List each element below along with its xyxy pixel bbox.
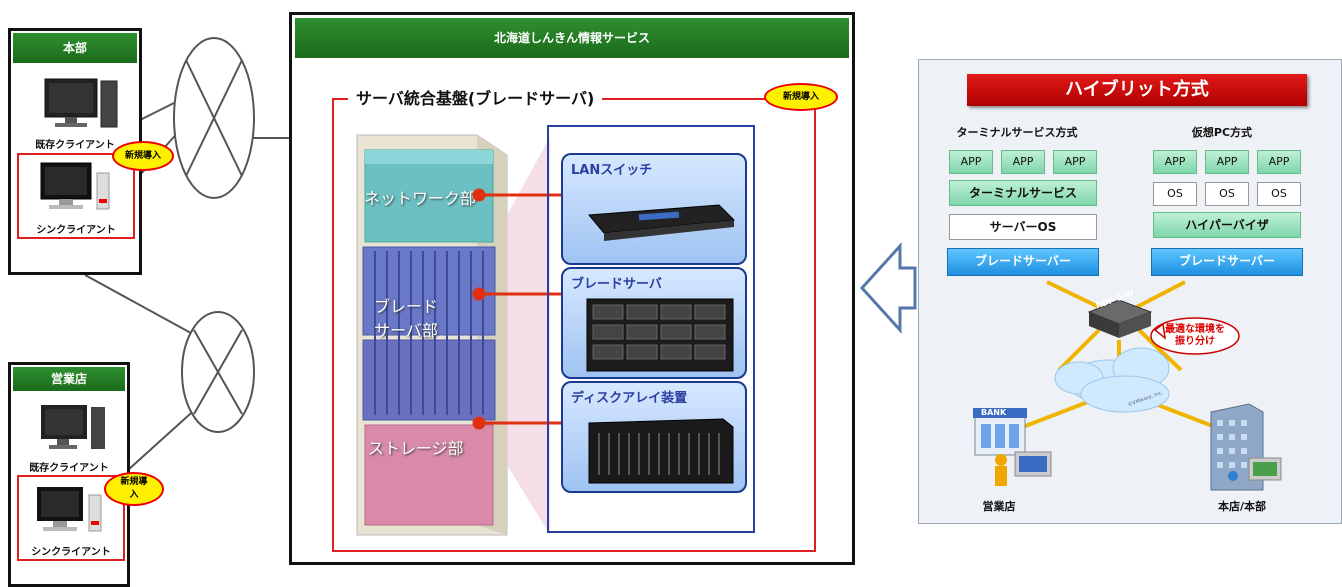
rdp-gateway-icon — [1087, 299, 1153, 338]
rack-storage-label: ストレージ部 — [368, 439, 464, 458]
hq-title: 本部 — [13, 33, 137, 63]
ts-app-2: APP — [1001, 150, 1045, 174]
lan-switch-icon — [587, 204, 736, 241]
vpc-app-3: APP — [1257, 150, 1301, 174]
hq-thin-client-label: シンクライアント — [36, 225, 116, 236]
branch-new-badge: 新規導 入 — [104, 472, 164, 506]
blade-server-card: ブレードサーバ — [561, 267, 747, 379]
desktop-pc-icon — [41, 405, 105, 449]
wan-symbol-lower — [181, 311, 255, 433]
blade-server-title: ブレードサーバ — [571, 277, 662, 292]
ts-server-os: サーバーOS — [949, 214, 1097, 240]
ts-layer: ターミナルサービス — [949, 180, 1097, 206]
vpc-heading: 仮想PC方式 — [1191, 126, 1253, 139]
disk-array-title: ディスクアレイ装置 — [571, 391, 688, 406]
hq-new-badge: 新規導入 — [112, 141, 174, 171]
rack-blade-label: ブレード サーバ部 — [374, 297, 439, 340]
office-building-icon — [1210, 403, 1282, 491]
ts-blade-server: ブレードサーバー — [947, 248, 1099, 276]
lan-switch-card: LANスイッチ — [561, 153, 747, 265]
branch-title: 営業店 — [13, 367, 125, 391]
vpc-app-2: APP — [1205, 150, 1249, 174]
components-frame — [547, 125, 755, 533]
ts-app-1: APP — [949, 150, 993, 174]
ts-heading: ターミナルサービス方式 — [956, 126, 1078, 139]
vpc-os-3: OS — [1257, 182, 1301, 206]
hybrid-title: ハイブリット方式 — [967, 74, 1307, 106]
vpc-os-1: OS — [1153, 182, 1197, 206]
bubble-text: 最適な環境を 振り分け — [1165, 324, 1225, 347]
vpc-app-1: APP — [1153, 150, 1197, 174]
platform-title: サーバ統合基盤(ブレードサーバ) — [348, 85, 603, 109]
branch-site: 営業店 既存クライアント シンクライアント — [8, 362, 130, 587]
rack-network-label: ネットワーク部 — [364, 189, 477, 208]
hq-existing-client-label: 既存クライアント — [35, 140, 115, 151]
thin-client-icon — [40, 162, 110, 210]
bank-building-icon — [973, 408, 1052, 486]
ts-app-3: APP — [1053, 150, 1097, 174]
lan-switch-title: LANスイッチ — [571, 163, 653, 178]
arrow-left-icon — [859, 242, 917, 334]
center-header: 北海道しんきん情報サービス — [295, 18, 849, 58]
desktop-pc-icon — [44, 78, 118, 128]
branch-existing-client-label: 既存クライアント — [29, 463, 109, 474]
branch-label: 営業店 — [982, 500, 1016, 513]
vpc-blade-server: ブレードサーバー — [1151, 248, 1303, 276]
center-datacenter: 北海道しんきん情報サービス サーバ統合基盤(ブレードサーバ) 新規導入 ネットワ… — [289, 12, 855, 565]
hybrid-network-diagram — [973, 280, 1282, 491]
vpc-hypervisor: ハイパーバイザ — [1153, 212, 1301, 238]
blade-server-icon — [586, 298, 734, 372]
disk-array-card: ディスクアレイ装置 — [561, 381, 747, 493]
vpc-os-2: OS — [1205, 182, 1249, 206]
branch-thin-client-frame — [17, 475, 125, 561]
wan-symbol-upper — [173, 37, 255, 199]
hq-thin-client-frame — [17, 153, 135, 239]
cloud-icon — [1054, 347, 1170, 413]
rack-projection — [472, 137, 567, 535]
bank-sign: BANK — [981, 408, 1007, 417]
thin-client-icon — [37, 487, 102, 532]
hybrid-panel: ハイブリット方式 ターミナルサービス方式 仮想PC方式 APP APP APP … — [918, 59, 1342, 524]
disk-array-icon — [588, 418, 734, 484]
hq-label: 本店/本部 — [1217, 500, 1267, 513]
branch-thin-client-label: シンクライアント — [31, 547, 111, 558]
center-new-badge: 新規導入 — [764, 83, 838, 111]
bubble-callout — [1150, 317, 1240, 355]
